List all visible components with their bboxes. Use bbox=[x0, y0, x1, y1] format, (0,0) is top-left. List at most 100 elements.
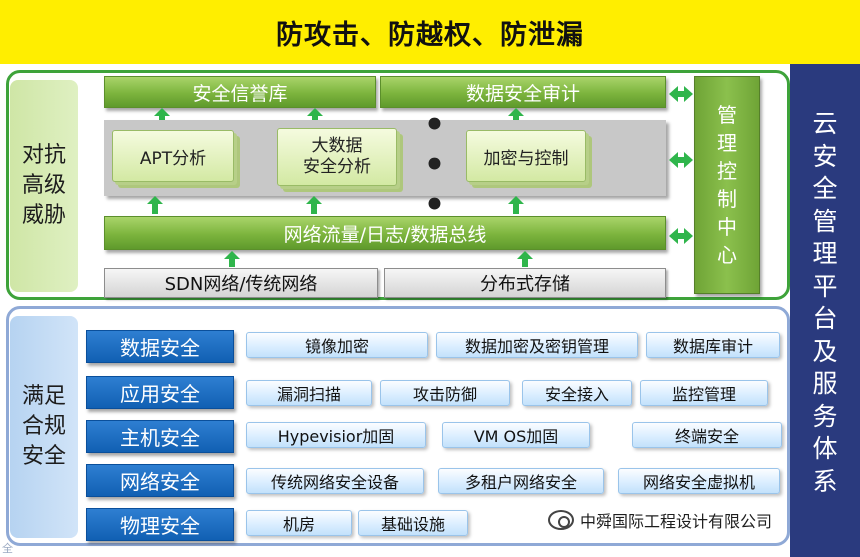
storage-label: 分布式存储 bbox=[480, 274, 570, 295]
item-label: 机房 bbox=[282, 515, 315, 534]
category-host-security: 主机安全 bbox=[86, 420, 234, 453]
vertical-char: 系 bbox=[812, 466, 838, 496]
category-label: 应用安全 bbox=[120, 382, 200, 406]
item-label: 数据库审计 bbox=[672, 337, 753, 356]
vertical-char: 控 bbox=[717, 159, 737, 183]
side-label-line: 合规 bbox=[21, 414, 66, 439]
banner-title: 防攻击、防越权、防泄漏 bbox=[276, 19, 584, 51]
vertical-char: 服 bbox=[812, 369, 838, 398]
item-label: 攻击防御 bbox=[412, 385, 477, 404]
category-label: 数据安全 bbox=[120, 336, 200, 360]
watermark: 中舜国际工程设计有限公司 bbox=[548, 508, 772, 532]
up-arrow bbox=[306, 196, 322, 214]
up-arrow bbox=[147, 196, 163, 214]
item-label: 传统网络安全设备 bbox=[270, 473, 399, 492]
watermark-text: 中舜国际工程设计有限公司 bbox=[580, 512, 773, 531]
apt-analysis-card: APT分析 bbox=[112, 130, 234, 182]
data-bus-bar: 网络流量/日志/数据总线 bbox=[104, 216, 666, 250]
category-physical-security: 物理安全 bbox=[86, 508, 234, 541]
page-title-banner: 防攻击、防越权、防泄漏 bbox=[0, 0, 860, 64]
category-label: 网络安全 bbox=[120, 470, 200, 494]
item-label: 监控管理 bbox=[671, 385, 736, 404]
card-label: 大数据 安全分析 bbox=[303, 136, 371, 177]
category-data-security: 数据安全 bbox=[86, 330, 234, 363]
vertical-char: 理 bbox=[717, 131, 737, 155]
item-label: 多租户网络安全 bbox=[464, 473, 577, 492]
item-vuln-scan: 漏洞扫描 bbox=[246, 380, 372, 406]
vertical-char: 全 bbox=[812, 174, 838, 203]
item-vm-os-hardening: VM OS加固 bbox=[442, 422, 590, 448]
bar-label: 安全信誉库 bbox=[192, 82, 288, 105]
vertical-char: 管 bbox=[717, 103, 737, 127]
item-label: 镜像加密 bbox=[304, 337, 369, 356]
management-control-center: 管 理 控 制 中 心 bbox=[694, 76, 760, 294]
item-label: Hypevisior加固 bbox=[277, 427, 395, 446]
cloud-security-management-band: 云 安 全 管 理 平 台 及 服 务 体 系 bbox=[790, 64, 860, 557]
card-label: 加密与控制 bbox=[483, 148, 569, 169]
side-label-line: 安全 bbox=[21, 444, 66, 469]
bidirectional-arrow bbox=[669, 152, 693, 168]
item-image-encryption: 镜像加密 bbox=[246, 332, 428, 358]
bidirectional-arrow bbox=[669, 86, 693, 102]
vertical-char: 中 bbox=[717, 215, 737, 239]
item-multitenant-network: 多租户网络安全 bbox=[438, 468, 604, 494]
side-label-line: 高级 bbox=[21, 173, 66, 198]
up-arrow bbox=[154, 108, 170, 122]
encryption-control-card: 加密与控制 bbox=[466, 130, 586, 182]
item-machine-room: 机房 bbox=[246, 510, 352, 536]
item-label: 网络安全虚拟机 bbox=[642, 473, 755, 492]
up-arrow bbox=[508, 196, 524, 214]
item-hypervisor-hardening: Hypevisior加固 bbox=[246, 422, 426, 448]
vertical-char: 心 bbox=[717, 243, 737, 267]
category-label: 主机安全 bbox=[120, 426, 200, 450]
vertical-char: 制 bbox=[717, 187, 737, 211]
item-label: 基础设施 bbox=[380, 515, 445, 534]
bar-label: 数据安全审计 bbox=[465, 82, 580, 105]
item-monitoring: 监控管理 bbox=[640, 380, 768, 406]
vertical-char: 务 bbox=[812, 401, 838, 431]
bigdata-analysis-card: 大数据 安全分析 bbox=[277, 128, 397, 186]
up-arrow bbox=[508, 108, 524, 122]
ellipsis-text: • • • bbox=[423, 105, 449, 225]
reputation-db-bar: 安全信誉库 bbox=[104, 76, 376, 108]
vertical-char: 理 bbox=[812, 239, 838, 268]
corner-mark-text: 全 bbox=[2, 542, 13, 555]
up-arrow bbox=[224, 251, 240, 267]
vertical-char: 台 bbox=[812, 304, 838, 333]
vertical-char: 平 bbox=[812, 271, 838, 301]
bidirectional-arrow bbox=[669, 228, 693, 244]
category-network-security: 网络安全 bbox=[86, 464, 234, 497]
category-label: 物理安全 bbox=[120, 514, 200, 538]
item-label: 安全接入 bbox=[544, 385, 609, 404]
advanced-threat-label: 对抗 高级 威胁 bbox=[10, 80, 78, 292]
bar-label: 网络流量/日志/数据总线 bbox=[283, 223, 487, 246]
wechat-icon bbox=[548, 510, 574, 530]
side-label-line: 对抗 bbox=[21, 143, 66, 168]
corner-mark: 全 bbox=[2, 540, 36, 556]
item-label: 终端安全 bbox=[674, 427, 739, 446]
item-database-audit: 数据库审计 bbox=[646, 332, 780, 358]
item-label: 漏洞扫描 bbox=[276, 385, 341, 404]
item-label: 数据加密及密钥管理 bbox=[464, 337, 609, 356]
item-endpoint-security: 终端安全 bbox=[632, 422, 782, 448]
side-label-line: 满足 bbox=[21, 384, 66, 409]
up-arrow bbox=[307, 108, 323, 122]
vertical-char: 体 bbox=[812, 434, 838, 463]
vertical-char: 及 bbox=[812, 336, 838, 366]
vertical-char: 云 bbox=[812, 109, 838, 138]
up-arrow bbox=[517, 251, 533, 267]
item-infrastructure: 基础设施 bbox=[358, 510, 468, 536]
data-audit-bar: 数据安全审计 bbox=[380, 76, 666, 108]
vertical-char: 安 bbox=[812, 141, 838, 171]
storage-label: SDN网络/传统网络 bbox=[164, 274, 318, 295]
item-data-encryption-key: 数据加密及密钥管理 bbox=[436, 332, 638, 358]
vertical-char: 管 bbox=[812, 206, 838, 236]
item-secure-access: 安全接入 bbox=[522, 380, 632, 406]
sdn-network-box: SDN网络/传统网络 bbox=[104, 268, 378, 298]
side-label-line: 威胁 bbox=[21, 203, 66, 228]
item-attack-defense: 攻击防御 bbox=[380, 380, 510, 406]
compliance-label: 满足 合规 安全 bbox=[10, 316, 78, 538]
category-application-security: 应用安全 bbox=[86, 376, 234, 409]
item-traditional-network-devices: 传统网络安全设备 bbox=[246, 468, 424, 494]
item-label: VM OS加固 bbox=[473, 427, 559, 446]
